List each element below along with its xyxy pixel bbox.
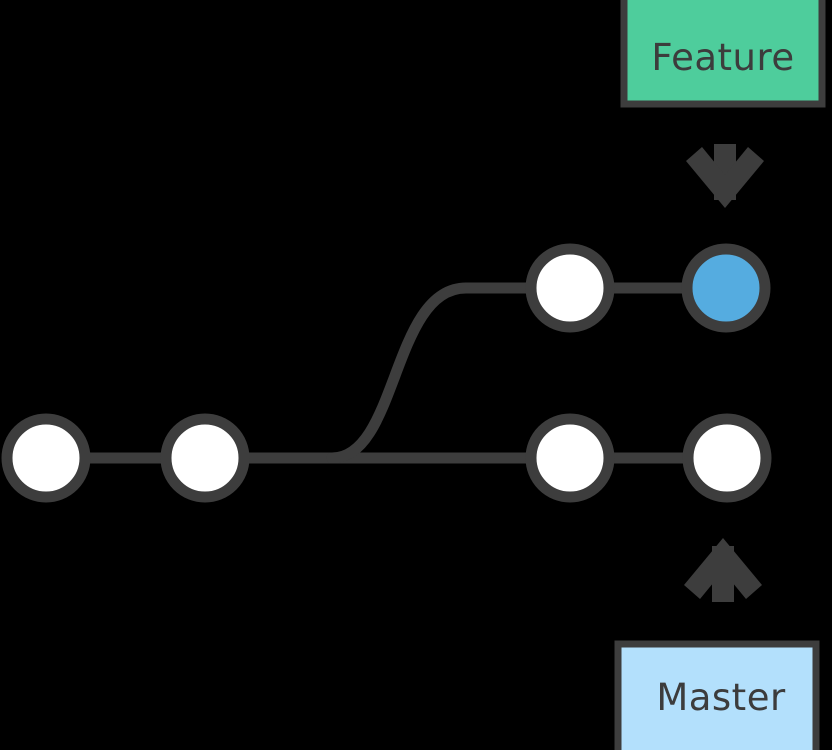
feature-box-rect <box>620 0 826 108</box>
master-branch-commits <box>1 413 772 503</box>
commit-node-c3[interactable] <box>525 413 615 503</box>
master-arrow-up-icon <box>684 538 762 602</box>
feature-arrow-head <box>686 147 764 208</box>
commit-node-c2[interactable] <box>160 413 250 503</box>
feature-box-label: Feature <box>651 36 794 79</box>
commit-node-c1[interactable] <box>1 413 91 503</box>
master-box-rect <box>614 640 820 750</box>
commit-node-f1[interactable] <box>525 243 615 333</box>
branch-curve <box>326 282 576 464</box>
commit-node-c4[interactable] <box>682 413 772 503</box>
master-label-box[interactable]: Master <box>614 640 820 750</box>
feature-branch-commits <box>525 243 771 333</box>
feature-label-box[interactable]: Feature <box>620 0 826 108</box>
master-arrow-head <box>684 538 762 599</box>
commit-node-f2-head[interactable] <box>681 243 771 333</box>
feature-arrow-down-icon <box>686 144 764 208</box>
master-box-label: Master <box>656 676 786 719</box>
